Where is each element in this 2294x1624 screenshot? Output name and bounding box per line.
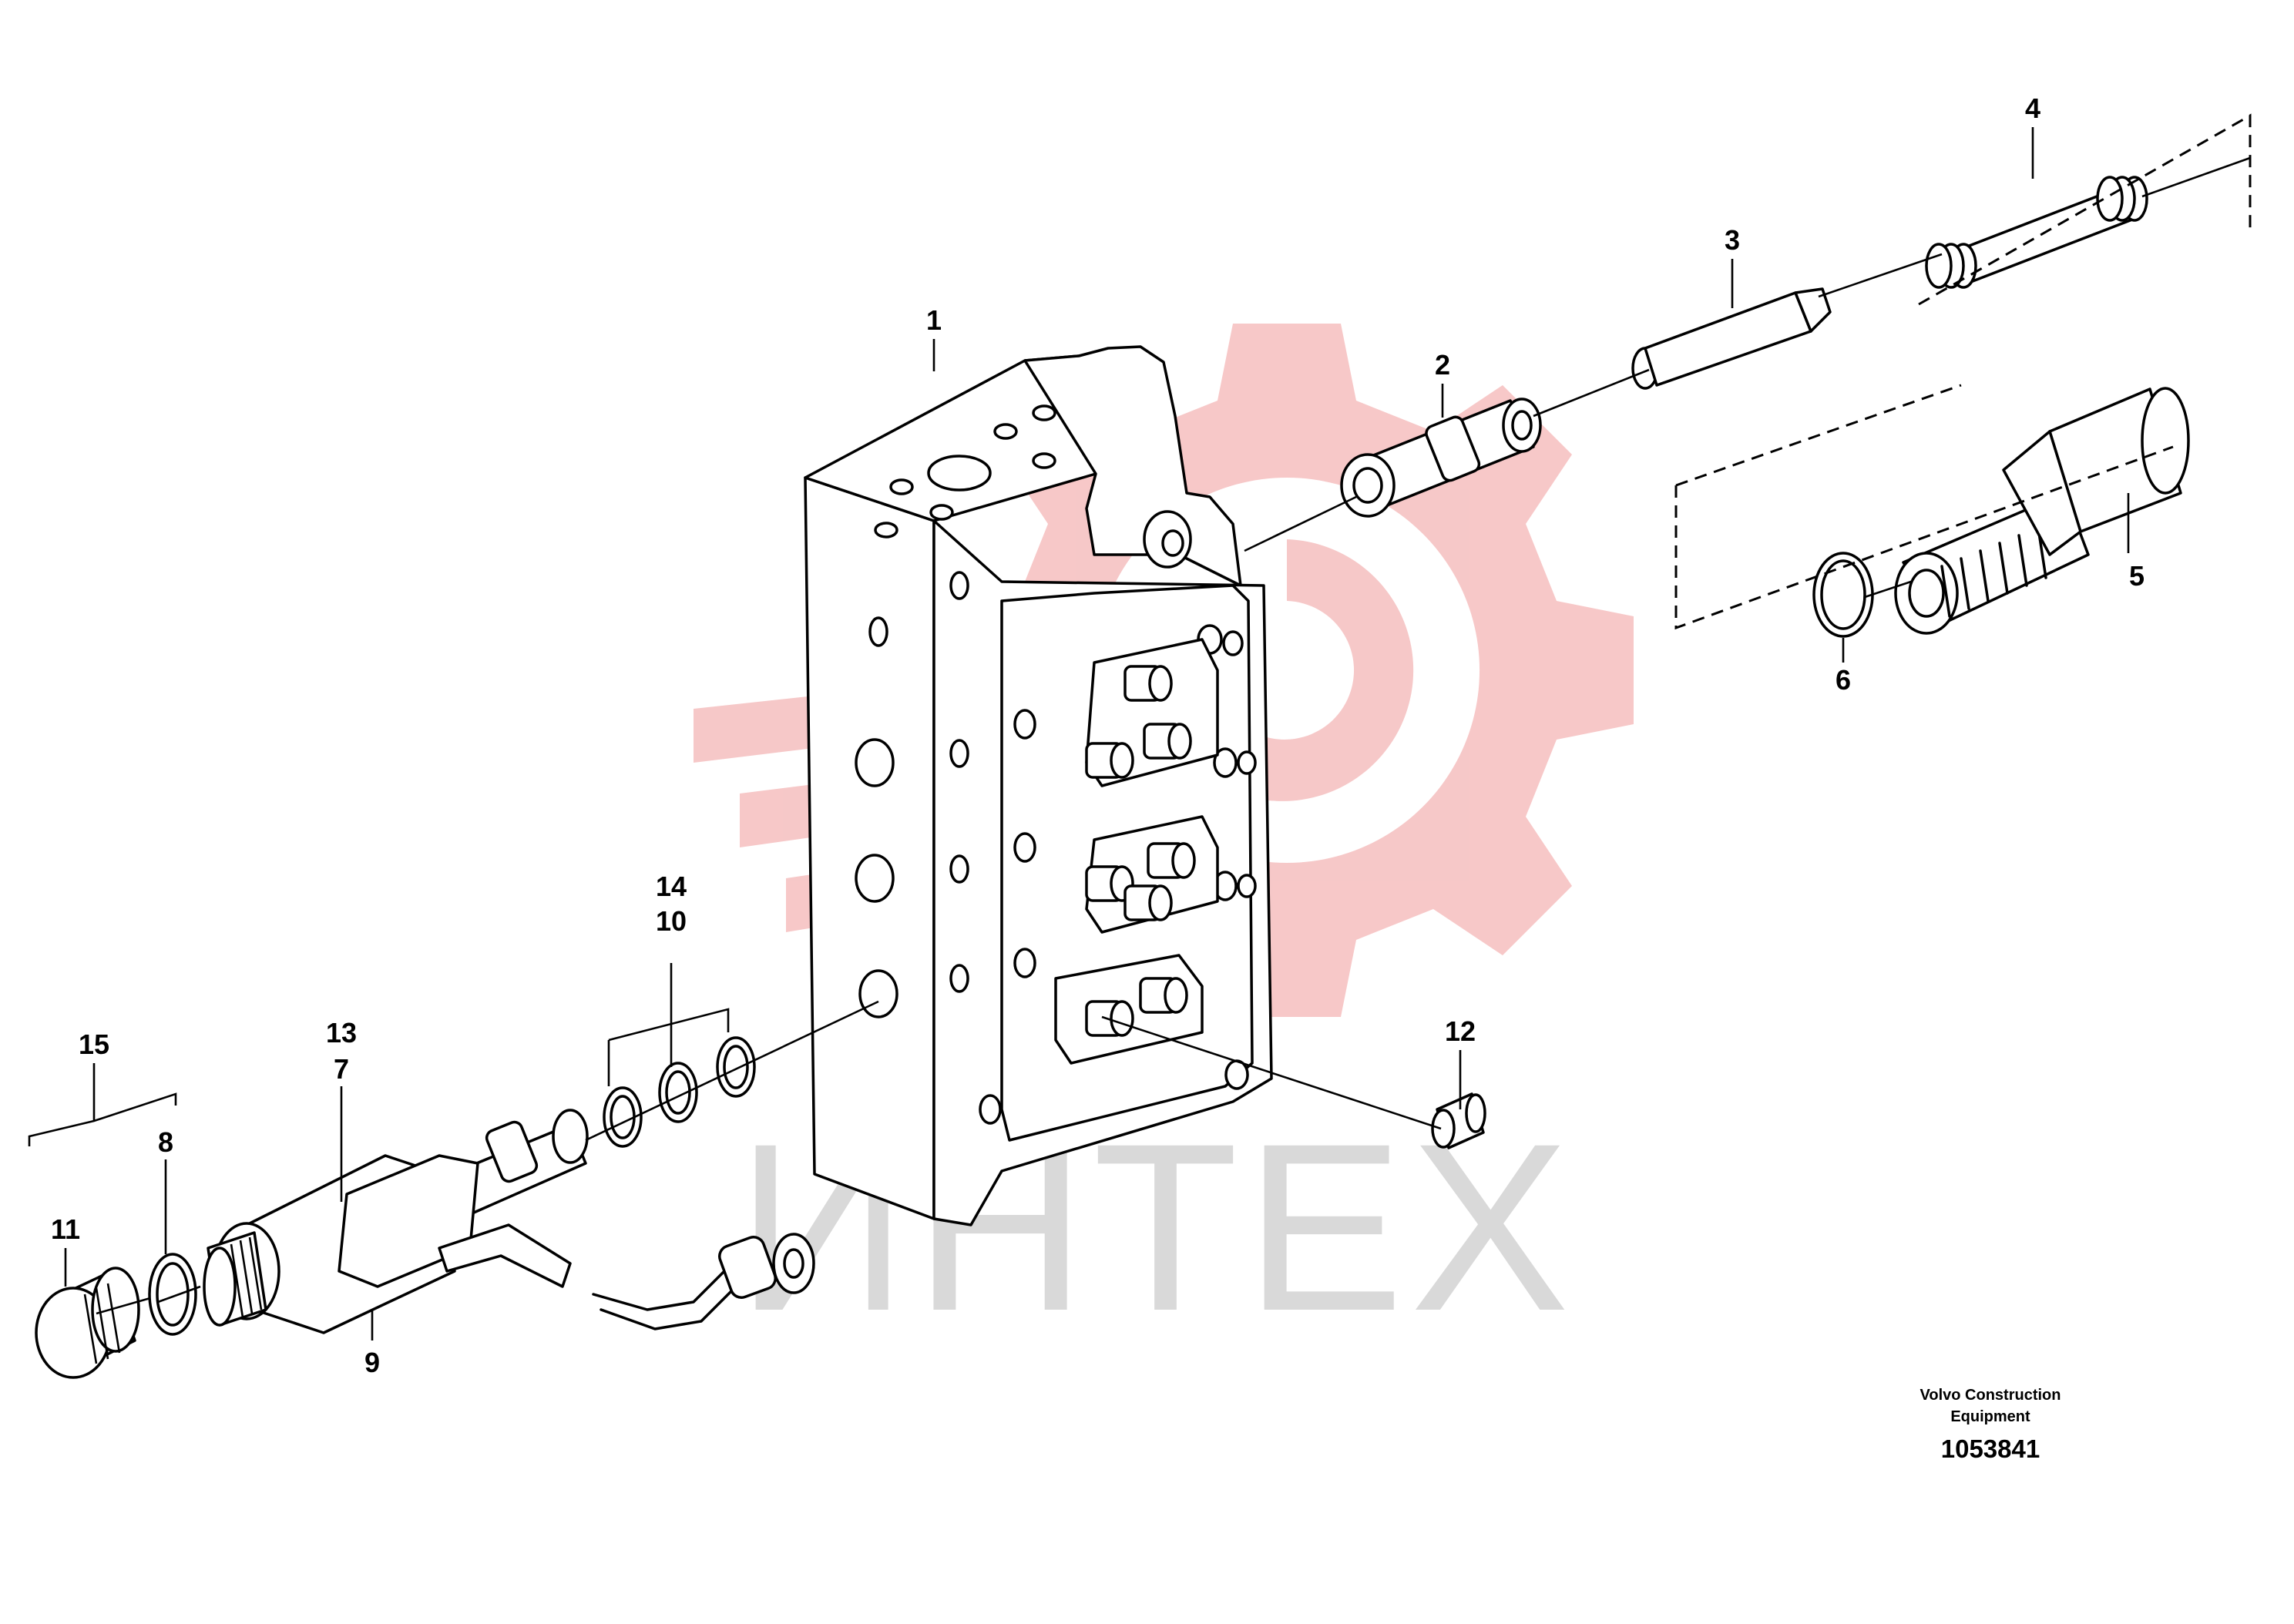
- callout-15: 15: [79, 1028, 109, 1060]
- callout-9: 9: [364, 1347, 380, 1378]
- callout-14: 14: [656, 871, 687, 902]
- drawing-number: 1053841: [1941, 1434, 2040, 1463]
- solenoid-stud-group-2: [1085, 815, 1219, 934]
- assembly-axis-lines: [96, 156, 2251, 1315]
- spool-part-2: [1340, 398, 1542, 518]
- leader-lines: [28, 127, 2130, 1340]
- callout-3: 3: [1725, 224, 1740, 256]
- spring-part-4: [1925, 176, 2148, 289]
- callout-5: 5: [2129, 560, 2145, 592]
- callout-2: 2: [1435, 349, 1450, 381]
- callout-4: 4: [2025, 92, 2040, 124]
- plug-part-12: [1431, 1092, 1486, 1149]
- credit-line-1: Volvo Construction: [1920, 1387, 2061, 1404]
- callout-12: 12: [1445, 1015, 1476, 1047]
- solenoid-assembly: [203, 1109, 815, 1334]
- housing-part-5: [1894, 387, 2190, 635]
- dashed-envelope-4: [1918, 113, 2252, 306]
- callout-10: 10: [656, 905, 687, 937]
- callout-7: 7: [334, 1053, 349, 1085]
- callout-1: 1: [926, 304, 942, 336]
- o-rings-parts-10-14: [603, 1036, 756, 1148]
- valve-body: [804, 345, 1273, 1226]
- callout-11: 11: [51, 1213, 80, 1245]
- callout-6: 6: [1836, 664, 1851, 696]
- pin-part-3: [1631, 287, 1832, 390]
- callout-13: 13: [326, 1017, 357, 1049]
- solenoid-stud-group-1: [1085, 638, 1219, 787]
- credit-line-2: Equipment: [1950, 1408, 2030, 1425]
- cap-nut-part-11: [35, 1267, 140, 1379]
- callout-8: 8: [158, 1126, 173, 1158]
- dashed-envelope-5-6: [1674, 384, 2174, 630]
